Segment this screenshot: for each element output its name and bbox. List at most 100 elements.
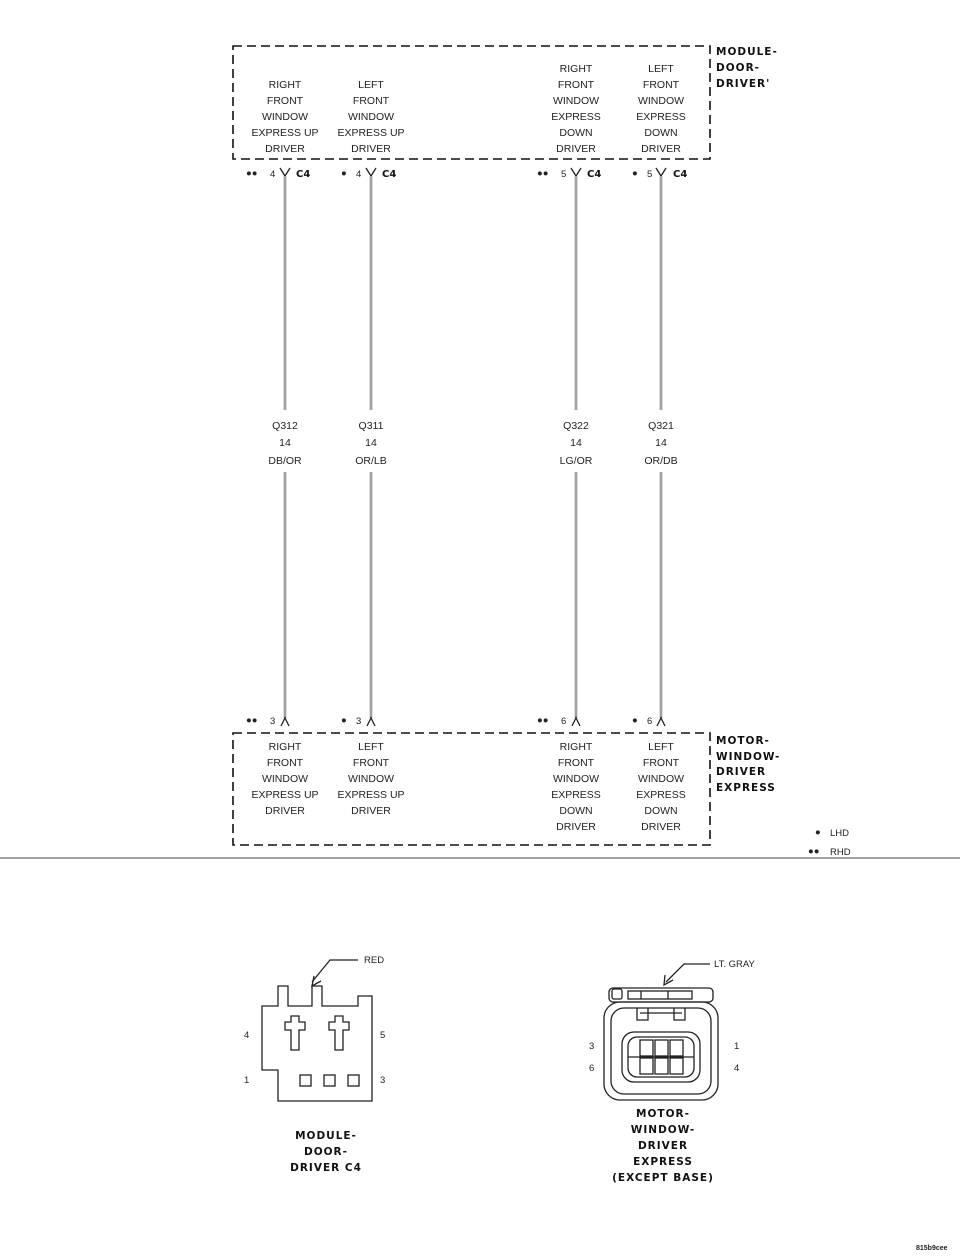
top-label-3-line-3: WINDOW	[553, 95, 599, 107]
bottom-pin-mark-4: ●	[632, 715, 638, 726]
wires: Q312 14 DB/OR Q311 14 OR/LB Q322 14 LG	[268, 167, 678, 727]
top-pin-mark-1: ●●	[246, 168, 257, 179]
wire-q321-gauge: 14	[655, 437, 667, 449]
bottom-label-2-line-1: LEFT	[358, 741, 384, 753]
bottom-label-4-line-6: DRIVER	[641, 821, 681, 833]
module-door-driver-title-2: DOOR-	[716, 62, 760, 74]
wire-q322-circuit: Q322	[563, 420, 589, 432]
wire-q322-top-terminal	[570, 167, 582, 178]
connector-motor-pin-4: 4	[734, 1063, 739, 1074]
connector-motor-terminal-3	[669, 1039, 684, 1057]
connector-motor-caption-1: MOTOR-	[636, 1108, 690, 1120]
bottom-label-3-line-3: WINDOW	[553, 773, 599, 785]
module-door-driver: MODULE- DOOR- DRIVER' RIGHT FRONT WINDOW…	[232, 45, 777, 180]
motor-title-2: WINDOW-	[716, 751, 780, 763]
bottom-label-2-line-2: FRONT	[353, 757, 390, 769]
wire-q312-bottom-terminal	[280, 716, 290, 727]
top-pin-3: 5	[561, 169, 566, 180]
wire-q312-color: DB/OR	[268, 455, 302, 467]
legend: ● LHD ●● RHD	[808, 827, 851, 858]
top-pin-1: 4	[270, 169, 275, 180]
connector-motor-terminal-4	[639, 1057, 654, 1075]
top-pin-mark-4: ●	[632, 168, 638, 179]
top-pin-2: 4	[356, 169, 361, 180]
connector-motor-caption-5: (EXCEPT BASE)	[612, 1172, 714, 1184]
bottom-pin-2: 3	[356, 716, 361, 727]
top-label-3-line-4: EXPRESS	[551, 111, 601, 123]
wire-q312: Q312 14 DB/OR	[268, 167, 302, 727]
bottom-label-1-line-2: FRONT	[267, 757, 304, 769]
wire-q321: Q321 14 OR/DB	[644, 167, 678, 727]
connector-motor-pin-1: 1	[734, 1041, 739, 1052]
connector-motor-terminal-6	[669, 1057, 684, 1075]
connector-motor-caption-2: WINDOW-	[631, 1124, 695, 1136]
wire-q321-bottom-terminal	[656, 716, 666, 727]
connector-c4-cavity-1	[299, 1074, 312, 1087]
top-label-3-line-1: RIGHT	[560, 63, 593, 75]
top-label-3-line-2: FRONT	[558, 79, 595, 91]
bottom-label-3-line-5: DOWN	[559, 805, 592, 817]
connector-motor-latch-tab-left	[611, 988, 623, 1000]
bottom-pin-1: 3	[270, 716, 275, 727]
top-label-2-line-5: DRIVER	[351, 143, 391, 155]
connector-motor-leader-arrow	[663, 974, 674, 987]
wire-q311-gauge: 14	[365, 437, 377, 449]
wire-q311-color: OR/LB	[355, 455, 387, 467]
wire-q322-gauge: 14	[570, 437, 582, 449]
top-connector-4: C4	[673, 169, 687, 180]
bottom-label-4-line-3: WINDOW	[638, 773, 684, 785]
connector-c4-color-label: RED	[364, 955, 384, 966]
top-label-2-line-3: WINDOW	[348, 111, 394, 123]
connector-c4-body	[261, 985, 373, 1102]
bottom-label-2-line-3: WINDOW	[348, 773, 394, 785]
top-connector-3: C4	[587, 169, 601, 180]
top-label-2-line-4: EXPRESS UP	[337, 127, 404, 139]
connector-c4-cavity-5	[328, 1015, 350, 1051]
connector-motor-housing	[603, 1001, 719, 1101]
bottom-label-3-line-6: DRIVER	[556, 821, 596, 833]
connector-motor-housing-inner	[610, 1007, 712, 1095]
motor-window-driver-express: ●● 3 ● 3 ●● 6 ● 6 MOTOR- WINDOW- DRIVER …	[232, 715, 780, 846]
wire-q322-color: LG/OR	[560, 455, 593, 467]
bottom-pin-mark-3: ●●	[537, 715, 548, 726]
bottom-label-1-line-4: EXPRESS UP	[251, 789, 318, 801]
connector-c4-caption-1: MODULE-	[295, 1130, 357, 1142]
top-pin-mark-2: ●	[341, 168, 347, 179]
top-label-4-line-6: DRIVER	[641, 143, 681, 155]
top-label-4-line-3: WINDOW	[638, 95, 684, 107]
legend-lhd-text: LHD	[830, 828, 849, 839]
bottom-label-4-line-1: LEFT	[648, 741, 674, 753]
motor-title-4: EXPRESS	[716, 782, 776, 794]
connector-module-door-driver-c4: RED 4 5 1 3 MODULE- DOOR- DRIVER C4	[244, 955, 385, 1174]
top-label-4-line-1: LEFT	[648, 63, 674, 75]
top-label-4-line-5: DOWN	[644, 127, 677, 139]
wire-q311-top-terminal	[365, 167, 377, 178]
top-label-1-line-1: RIGHT	[269, 79, 302, 91]
top-connector-1: C4	[296, 169, 310, 180]
connector-motor-caption-4: EXPRESS	[633, 1156, 693, 1168]
connector-c4-pin-3: 3	[380, 1075, 385, 1086]
top-label-1-line-5: DRIVER	[265, 143, 305, 155]
connector-motor-terminal-1	[639, 1039, 654, 1057]
top-label-1-line-2: FRONT	[267, 95, 304, 107]
wire-q312-top-terminal	[279, 167, 291, 178]
legend-rhd-text: RHD	[830, 847, 851, 858]
bottom-label-1-line-1: RIGHT	[269, 741, 302, 753]
top-pin-4: 5	[647, 169, 652, 180]
bottom-pin-mark-2: ●	[341, 715, 347, 726]
wire-q322: Q322 14 LG/OR	[560, 167, 593, 727]
connector-motor-latch-bar	[627, 990, 693, 1000]
bottom-label-4-line-5: DOWN	[644, 805, 677, 817]
bottom-pin-mark-1: ●●	[246, 715, 257, 726]
top-label-4-line-2: FRONT	[643, 79, 680, 91]
wire-q322-bottom-terminal	[571, 716, 581, 727]
connector-motor-window-driver-express: LT. GRAY 3 6 1 4 MOTOR- WINDOW- DRIVER E…	[589, 959, 755, 1184]
wire-q311-bottom-terminal	[366, 716, 376, 727]
top-label-3-line-5: DOWN	[559, 127, 592, 139]
connector-motor-keyways	[636, 1008, 686, 1021]
connector-motor-color-label: LT. GRAY	[714, 959, 755, 970]
wire-q311-circuit: Q311	[359, 420, 384, 432]
connector-c4-cavity-4	[284, 1015, 306, 1051]
top-label-3-line-6: DRIVER	[556, 143, 596, 155]
